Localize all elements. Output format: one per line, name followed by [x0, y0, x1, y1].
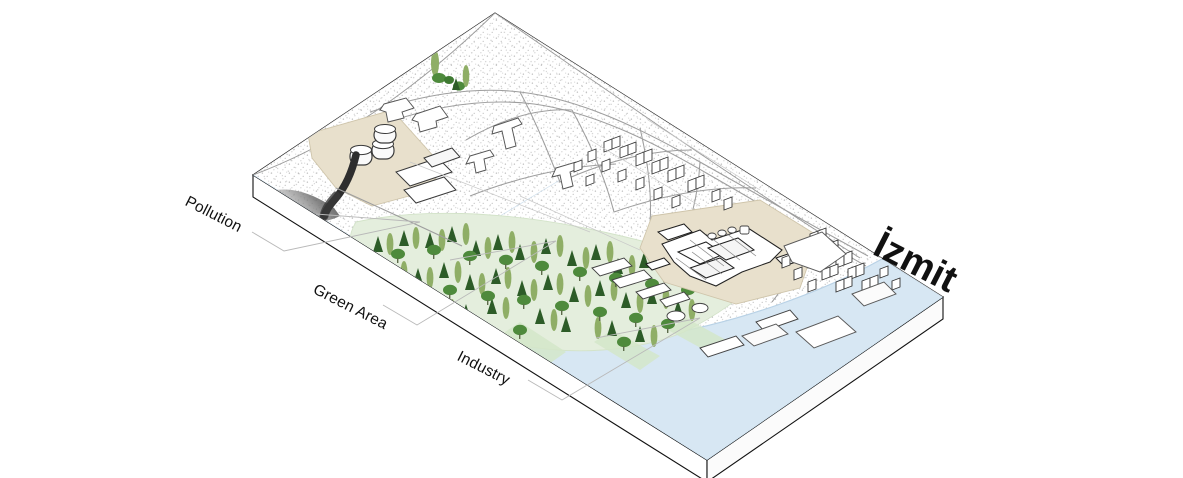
tree-cluster-hillside — [431, 50, 470, 91]
platform-top-contents — [253, 13, 943, 460]
storage-tanks — [349, 124, 397, 166]
ridge-line-east — [494, 13, 861, 259]
parcel-outlines — [741, 231, 897, 349]
leader-green-area — [382, 240, 557, 326]
leader-industry — [527, 317, 701, 401]
annotation-leader-lines — [251, 213, 701, 401]
leader-pollution — [251, 213, 421, 252]
building-footprints-upper — [379, 97, 581, 190]
industry-zone-west — [307, 109, 461, 207]
settlement-blocks-upper-right — [573, 135, 733, 211]
silo-row — [707, 225, 750, 240]
factory-complex-east — [645, 223, 809, 287]
shoreline-warehouses — [591, 257, 799, 358]
factory-sheds-west — [395, 147, 461, 204]
industry-zone-east — [639, 199, 819, 305]
